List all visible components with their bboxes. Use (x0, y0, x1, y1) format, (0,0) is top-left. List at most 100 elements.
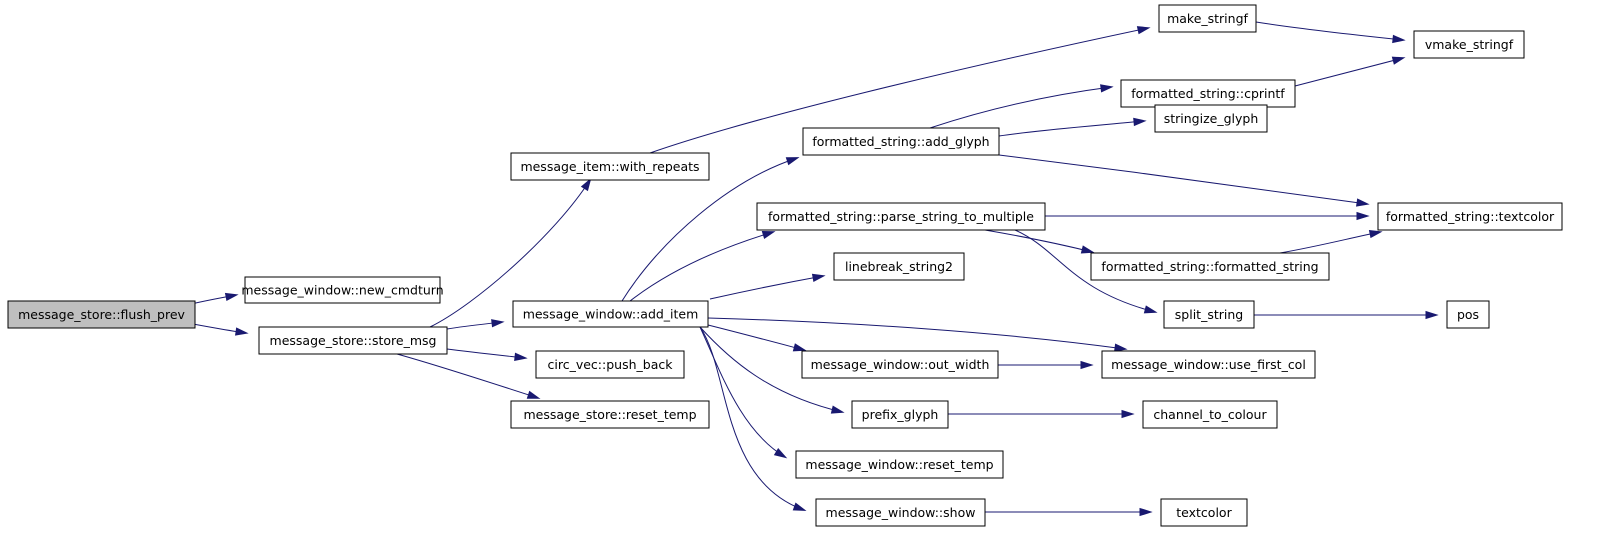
node-vmake-stringf[interactable]: vmake_stringf (1413, 30, 1525, 59)
node-label: message_window::reset_temp (805, 457, 993, 472)
node-box (1160, 498, 1248, 527)
node-box (1158, 4, 1257, 33)
edge-store_msg-to-with_repeats (429, 177, 592, 328)
edge-parse_multiple-to-fs_formatted_string (984, 229, 1095, 254)
edge-with_repeats-to-make_stringf (649, 26, 1151, 154)
node-box (510, 400, 710, 429)
edge-make_stringf-to-vmake_stringf (1255, 21, 1406, 44)
node-out-width[interactable]: message_window::out_width (801, 350, 999, 379)
node-prefix-glyph[interactable]: prefix_glyph (851, 400, 949, 429)
node-box (795, 450, 1004, 479)
node-box (7, 300, 196, 329)
node-label: message_store::store_msg (270, 333, 437, 348)
edge-store_msg-to-store_reset_temp (396, 353, 541, 399)
node-label: vmake_stringf (1425, 37, 1514, 52)
edge-add_item-to-parse_multiple (629, 231, 776, 302)
node-label: formatted_string::add_glyph (812, 134, 989, 149)
node-label: prefix_glyph (862, 407, 939, 422)
node-label: message_store::flush_prev (18, 307, 185, 322)
node-box (535, 350, 685, 379)
node-label: formatted_string::textcolor (1386, 209, 1555, 224)
node-split-string[interactable]: split_string (1163, 300, 1255, 329)
node-add-glyph[interactable]: formatted_string::add_glyph (802, 127, 1000, 156)
node-label: pos (1457, 307, 1479, 322)
edges-layer (186, 21, 1439, 517)
node-box (756, 202, 1046, 231)
node-box (1413, 30, 1525, 59)
edge-add_item-to-add_glyph (621, 157, 800, 302)
node-box (851, 400, 949, 429)
node-box (1090, 252, 1330, 281)
edge-add_item-to-linebreak_string2 (709, 273, 826, 300)
edge-parse_multiple-to-split_string (1014, 229, 1158, 314)
edge-add_item-to-use_first_col (707, 317, 1128, 352)
edge-add_item-to-prefix_glyph (699, 326, 845, 414)
node-with-repeats[interactable]: message_item::with_repeats (510, 152, 710, 181)
edge-add_item-to-show (699, 326, 807, 511)
node-label: message_store::reset_temp (523, 407, 696, 422)
node-label: message_window::new_cmdturn (241, 283, 443, 298)
node-textcolor[interactable]: textcolor (1160, 498, 1248, 527)
node-box (833, 252, 965, 281)
node-add-item[interactable]: message_window::add_item (512, 300, 709, 328)
edge-fs_formatted_string-to-fs_textcolor (1279, 229, 1383, 254)
node-box (815, 498, 986, 527)
node-store-msg[interactable]: message_store::store_msg (258, 326, 448, 355)
node-label: circ_vec::push_back (548, 357, 674, 372)
node-show[interactable]: message_window::show (815, 498, 986, 527)
edge-out_width-to-use_first_col (998, 360, 1094, 370)
node-label: textcolor (1176, 505, 1232, 520)
node-label: linebreak_string2 (845, 259, 953, 274)
node-push-back[interactable]: circ_vec::push_back (535, 350, 685, 379)
node-box (512, 300, 709, 328)
node-flush-prev[interactable]: message_store::flush_prev (7, 300, 196, 329)
edge-add_glyph-to-fs_textcolor (998, 154, 1370, 207)
node-label: channel_to_colour (1153, 407, 1267, 422)
edge-add_item-to-window_reset_temp (699, 326, 788, 459)
node-label: formatted_string::cprintf (1131, 86, 1285, 101)
node-parse-multiple[interactable]: formatted_string::parse_string_to_multip… (756, 202, 1046, 231)
edge-store_msg-to-add_item (446, 319, 505, 330)
node-box (1101, 350, 1316, 379)
node-stringize-glyph[interactable]: stringize_glyph (1154, 104, 1268, 133)
node-label: split_string (1175, 307, 1243, 322)
node-fs-textcolor[interactable]: formatted_string::textcolor (1377, 202, 1563, 231)
node-channel-to-colour[interactable]: channel_to_colour (1142, 400, 1278, 429)
node-box (802, 127, 1000, 156)
node-box (1446, 300, 1490, 329)
edge-add_item-to-out_width (707, 324, 807, 352)
node-label: stringize_glyph (1164, 111, 1259, 126)
node-label: message_window::add_item (523, 307, 699, 322)
node-box (244, 276, 441, 304)
node-box (1142, 400, 1278, 429)
node-label: make_stringf (1167, 11, 1248, 26)
node-fs-formatted-string[interactable]: formatted_string::formatted_string (1090, 252, 1330, 281)
node-box (258, 326, 448, 355)
edge-show-to-textcolor (984, 507, 1153, 517)
node-label: formatted_string::parse_string_to_multip… (768, 209, 1034, 224)
edge-split_string-to-pos (1254, 310, 1439, 320)
node-box (1163, 300, 1255, 329)
node-linebreak-string2[interactable]: linebreak_string2 (833, 252, 965, 281)
node-window-reset-temp[interactable]: message_window::reset_temp (795, 450, 1004, 479)
edge-cprintf-to-vmake_stringf (1294, 56, 1406, 87)
edge-flush_prev-to-store_msg (186, 322, 249, 336)
node-label: formatted_string::formatted_string (1101, 259, 1318, 274)
edge-prefix_glyph-to-channel_to_colour (947, 409, 1135, 419)
node-use-first-col[interactable]: message_window::use_first_col (1101, 350, 1316, 379)
node-label: message_window::out_width (811, 357, 990, 372)
edge-add_glyph-to-cprintf (929, 84, 1114, 129)
edge-add_glyph-to-stringize_glyph (998, 117, 1147, 137)
node-label: message_window::use_first_col (1111, 357, 1306, 372)
node-label: message_item::with_repeats (520, 159, 699, 174)
node-box (1377, 202, 1563, 231)
node-box (801, 350, 999, 379)
nodes-layer: message_store::flush_prevmessage_window:… (7, 4, 1563, 527)
node-make-stringf[interactable]: make_stringf (1158, 4, 1257, 33)
node-new-cmdturn[interactable]: message_window::new_cmdturn (241, 276, 444, 304)
node-pos[interactable]: pos (1446, 300, 1490, 329)
edge-parse_multiple-to-fs_textcolor (1045, 211, 1370, 221)
node-cprintf[interactable]: formatted_string::cprintf (1120, 79, 1296, 108)
node-store-reset-temp[interactable]: message_store::reset_temp (510, 400, 710, 429)
